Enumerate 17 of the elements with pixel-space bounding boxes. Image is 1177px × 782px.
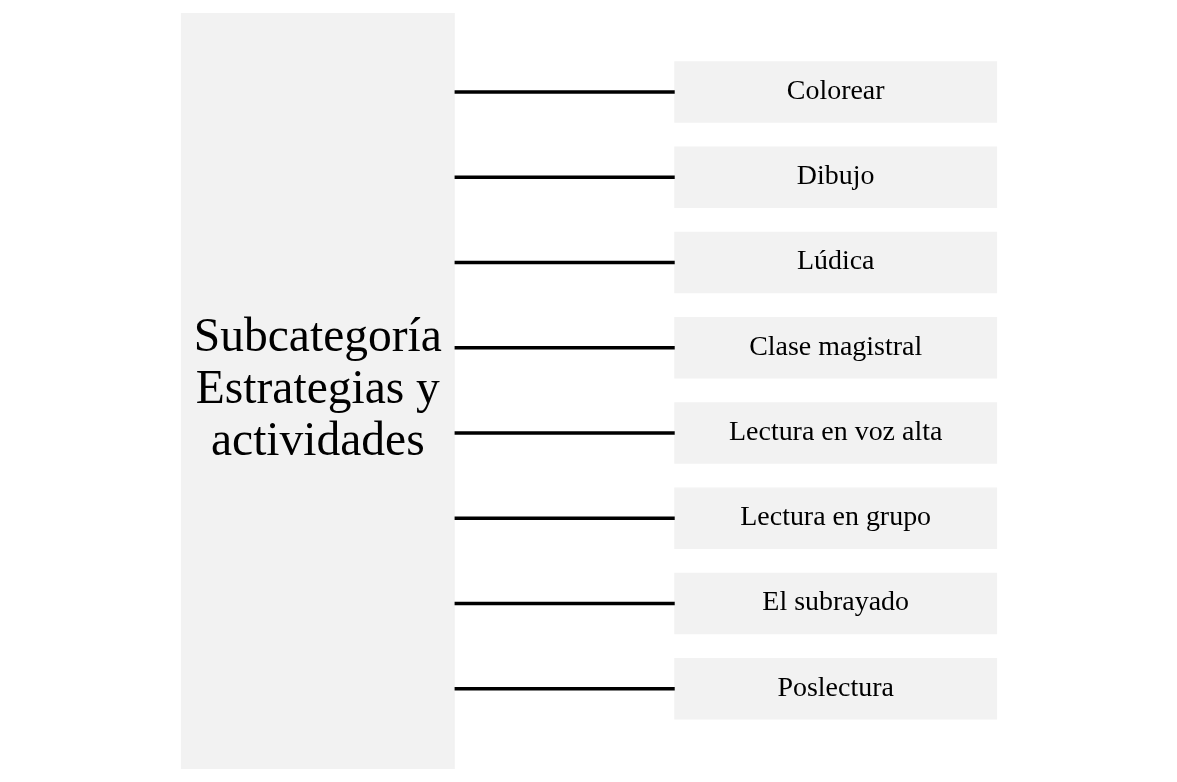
connector (454, 601, 675, 606)
node-box: Dibujo (673, 146, 997, 208)
connector (454, 686, 675, 691)
node-box: Clase magistral (673, 316, 997, 379)
node-box: Poslectura (673, 657, 997, 720)
node-box: El subrayado (673, 572, 997, 635)
connector (454, 345, 675, 350)
connector (454, 516, 675, 520)
connector (454, 90, 675, 94)
connector (454, 260, 675, 265)
node-box: Lectura en grupo (673, 487, 997, 549)
node-box: Subcategoría Estrategias y actividades (180, 12, 455, 770)
node-box: Lúdica (673, 231, 997, 294)
node-box: Colorear (673, 61, 997, 123)
connector (454, 175, 675, 179)
connector (454, 431, 675, 435)
node-box: Lectura en voz alta (673, 402, 997, 464)
